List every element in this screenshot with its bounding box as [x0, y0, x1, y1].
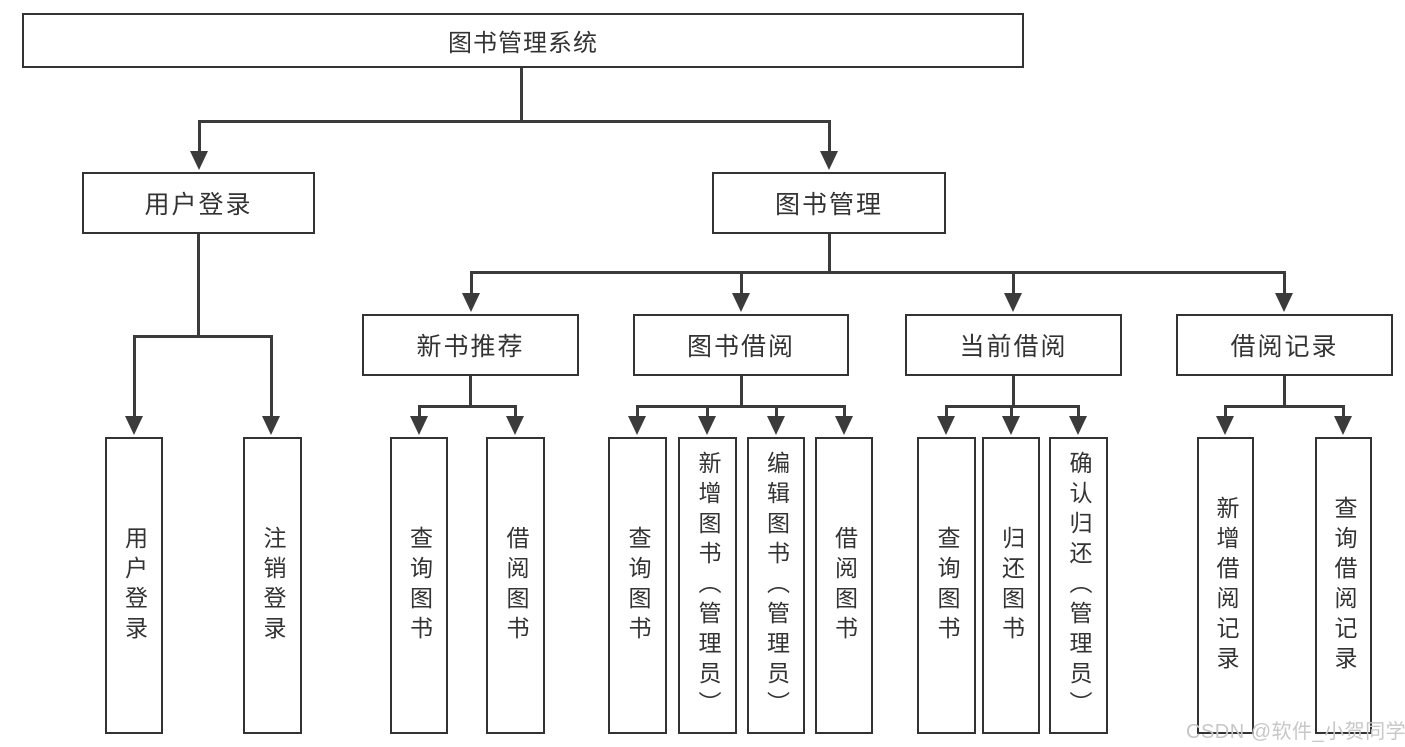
connector-line	[520, 68, 523, 120]
arrow-down-icon	[1002, 416, 1020, 435]
arrow-down-icon	[937, 416, 955, 435]
leaf-label: 确认归还（管理员）	[1066, 450, 1092, 721]
arrow-down-icon	[628, 416, 646, 435]
leaf-newrec-query-books: 查询图书	[390, 437, 448, 734]
connector-line	[469, 376, 472, 407]
node-library-management-system: 图书管理系统	[22, 13, 1024, 68]
connector-line	[1283, 376, 1286, 407]
connector-line	[1224, 405, 1344, 408]
connector-line	[470, 271, 473, 295]
leaf-record-query-borrow-record: 查询借阅记录	[1315, 437, 1372, 734]
connector-line	[706, 405, 709, 418]
leaf-logout: 注销登录	[243, 437, 302, 734]
arrow-down-icon	[125, 416, 143, 435]
connector-line	[418, 405, 421, 418]
leaf-current-return-books: 归还图书	[982, 437, 1040, 734]
connector-line	[775, 405, 778, 418]
connector-line	[133, 335, 273, 338]
leaf-label: 查询图书	[625, 525, 651, 646]
leaf-borrow-query-books: 查询图书	[608, 437, 667, 734]
connector-line	[740, 271, 743, 295]
arrow-down-icon	[190, 151, 208, 170]
node-borrow-records: 借阅记录	[1176, 314, 1393, 376]
leaf-borrow-borrow-books: 借阅图书	[815, 437, 873, 734]
connector-line	[418, 405, 516, 408]
connector-line	[828, 120, 831, 154]
arrow-down-icon	[262, 416, 280, 435]
connector-line	[636, 405, 845, 408]
node-user-login: 用户登录	[82, 172, 315, 234]
leaf-borrow-add-books-admin: 新增图书（管理员）	[678, 437, 737, 734]
connector-line	[1077, 405, 1080, 418]
leaf-current-confirm-return-admin: 确认归还（管理员）	[1049, 437, 1108, 734]
connector-line	[198, 120, 830, 123]
leaf-label: 查询借阅记录	[1331, 495, 1357, 676]
arrow-down-icon	[732, 293, 750, 312]
connector-line	[1224, 405, 1227, 418]
leaf-label: 新增图书（管理员）	[695, 450, 721, 721]
arrow-down-icon	[1334, 416, 1352, 435]
leaf-label: 注销登录	[260, 525, 286, 646]
arrow-down-icon	[410, 416, 428, 435]
connector-line	[197, 234, 200, 337]
connector-line	[1010, 405, 1013, 418]
node-current-borrowing: 当前借阅	[905, 314, 1122, 376]
arrow-down-icon	[835, 416, 853, 435]
connector-line	[1012, 271, 1015, 295]
arrow-down-icon	[1275, 293, 1293, 312]
arrow-down-icon	[820, 151, 838, 170]
node-book-management: 图书管理	[712, 172, 946, 234]
leaf-label: 新增借阅记录	[1213, 495, 1239, 676]
connector-line	[198, 120, 201, 154]
leaf-current-query-books: 查询图书	[917, 437, 976, 734]
leaf-label: 借阅图书	[503, 525, 529, 646]
leaf-newrec-borrow-books: 借阅图书	[486, 437, 545, 734]
connector-line	[1283, 271, 1286, 295]
arrow-down-icon	[1216, 416, 1234, 435]
leaf-record-add-borrow-record: 新增借阅记录	[1197, 437, 1254, 734]
connector-line	[470, 271, 1286, 274]
node-book-borrowing: 图书借阅	[633, 314, 849, 376]
leaf-label: 编辑图书（管理员）	[763, 450, 790, 721]
connector-line	[1012, 376, 1015, 407]
csdn-watermark: CSDN @软件_小贺同学	[1186, 721, 1405, 743]
arrow-down-icon	[1004, 293, 1022, 312]
arrow-down-icon	[1069, 416, 1087, 435]
connector-line	[828, 234, 831, 273]
leaf-label: 查询图书	[406, 525, 433, 646]
node-new-book-recommend: 新书推荐	[362, 314, 579, 376]
leaf-borrow-edit-books-admin: 编辑图书（管理员）	[747, 437, 805, 734]
connector-line	[1342, 405, 1345, 418]
leaf-label: 借阅图书	[831, 525, 858, 646]
leaf-label: 查询图书	[934, 525, 960, 646]
arrow-down-icon	[506, 416, 524, 435]
connector-line	[636, 405, 639, 418]
leaf-user-login: 用户登录	[105, 437, 163, 734]
arrow-down-icon	[698, 416, 716, 435]
connector-line	[945, 405, 948, 418]
connector-line	[133, 335, 136, 418]
arrow-down-icon	[462, 293, 480, 312]
arrow-down-icon	[767, 416, 785, 435]
connector-line	[843, 405, 846, 418]
connector-line	[514, 405, 517, 418]
connector-line	[740, 376, 743, 407]
connector-line	[270, 335, 273, 418]
leaf-label: 用户登录	[121, 525, 148, 646]
leaf-label: 归还图书	[998, 525, 1025, 646]
